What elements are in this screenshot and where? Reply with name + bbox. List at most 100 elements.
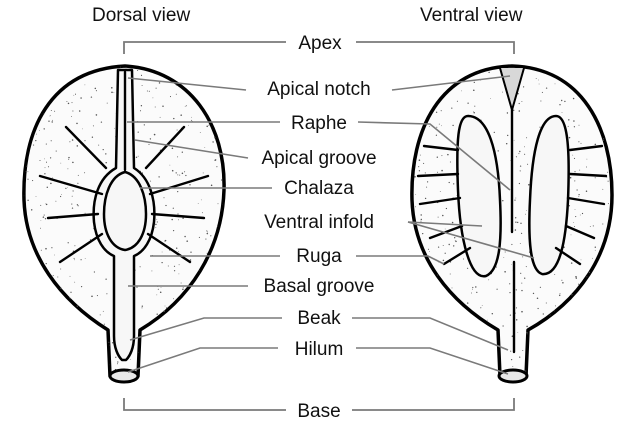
hilum-leader-left: [127, 347, 278, 373]
beak-leader-right: [352, 317, 509, 351]
stipple-dot: [212, 319, 215, 321]
stipple-dot: [445, 338, 447, 340]
stipple-dot: [607, 171, 609, 173]
stipple-dot: [521, 232, 523, 234]
stipple-dot: [451, 373, 453, 375]
stipple-dot: [426, 307, 428, 309]
stipple-dot: [102, 339, 104, 341]
stipple-dot: [189, 184, 191, 186]
stipple-dot: [37, 356, 39, 358]
stipple-dot: [447, 153, 449, 156]
stipple-dot: [76, 64, 77, 65]
stipple-dot: [443, 73, 446, 75]
stipple-dot: [77, 358, 80, 361]
stipple-dot: [59, 81, 61, 83]
stipple-dot: [198, 236, 200, 238]
stipple-dot: [561, 99, 563, 102]
label-raphe: Raphe: [291, 113, 347, 134]
stipple-dot: [206, 230, 208, 232]
stipple-dot: [50, 115, 51, 116]
stipple-dot: [223, 359, 225, 361]
stipple-dot: [521, 282, 523, 284]
stipple-dot: [440, 80, 442, 82]
dorsal-hilum: [108, 368, 140, 384]
stipple-dot: [50, 110, 52, 111]
stipple-dot: [135, 156, 138, 159]
stipple-dot: [580, 142, 582, 144]
stipple-dot: [73, 94, 75, 96]
stipple-dot: [173, 298, 174, 300]
stipple-dot: [156, 294, 158, 296]
stipple-dot: [35, 139, 37, 142]
stipple-dot: [99, 359, 101, 361]
stipple-dot: [521, 289, 523, 292]
stipple-dot: [436, 126, 438, 128]
stipple-dot: [565, 318, 568, 321]
stipple-dot: [76, 204, 79, 206]
stipple-dot: [576, 189, 578, 191]
dorsal-seed: [22, 64, 226, 384]
stipple-dot: [610, 95, 612, 97]
stipple-dot: [172, 207, 174, 209]
stipple-dot: [590, 296, 592, 298]
stipple-dot: [40, 295, 42, 297]
stipple-dot: [578, 195, 580, 197]
stipple-dot: [442, 214, 444, 217]
stipple-dot: [550, 363, 552, 366]
stipple-dot: [586, 166, 587, 168]
stipple-dot: [435, 134, 438, 136]
stipple-dot: [54, 110, 56, 112]
stipple-dot: [195, 350, 198, 352]
stipple-dot: [454, 240, 456, 241]
stipple-dot: [467, 302, 469, 304]
stipple-dot: [24, 145, 27, 147]
stipple-dot: [554, 310, 555, 312]
stipple-dot: [149, 325, 151, 328]
stipple-dot: [427, 248, 430, 250]
label-ruga: Ruga: [296, 246, 342, 267]
stipple-dot: [431, 102, 433, 104]
stipple-dot: [448, 243, 450, 246]
stipple-dot: [173, 265, 176, 267]
stipple-dot: [159, 116, 161, 118]
stipple-dot: [594, 249, 596, 251]
stipple-dot: [211, 264, 213, 267]
stipple-dot: [42, 68, 44, 70]
stipple-dot: [515, 197, 517, 199]
stipple-dot: [216, 166, 218, 168]
stipple-dot: [420, 344, 423, 346]
stipple-dot: [84, 212, 86, 214]
stipple-dot: [565, 66, 567, 67]
stipple-dot: [84, 172, 86, 174]
stipple-dot: [68, 156, 70, 159]
stipple-dot: [55, 150, 57, 152]
stipple-dot: [91, 295, 93, 298]
stipple-dot: [163, 197, 165, 199]
stipple-dot: [39, 267, 41, 269]
stipple-dot: [412, 342, 414, 344]
stipple-dot: [605, 341, 607, 344]
stipple-dot: [163, 310, 165, 312]
stipple-dot: [177, 191, 179, 193]
stipple-dot: [182, 217, 184, 219]
stipple-dot: [210, 269, 212, 272]
stipple-dot: [575, 300, 578, 302]
stipple-dot: [174, 349, 177, 352]
stipple-dot: [152, 360, 154, 362]
stipple-dot: [454, 312, 456, 314]
stipple-dot: [496, 288, 498, 290]
stipple-dot: [151, 270, 153, 272]
stipple-dot: [95, 114, 98, 116]
stipple-dot: [48, 345, 50, 347]
stipple-dot: [137, 155, 139, 157]
stipple-dot: [46, 337, 49, 340]
stipple-dot: [519, 150, 521, 153]
stipple-dot: [416, 355, 419, 358]
stipple-dot: [568, 205, 571, 207]
stipple-dot: [417, 350, 420, 353]
stipple-dot: [69, 297, 70, 299]
stipple-dot: [545, 361, 547, 363]
stipple-dot: [111, 342, 114, 344]
stipple-dot: [190, 369, 192, 371]
stipple-dot: [521, 101, 523, 103]
